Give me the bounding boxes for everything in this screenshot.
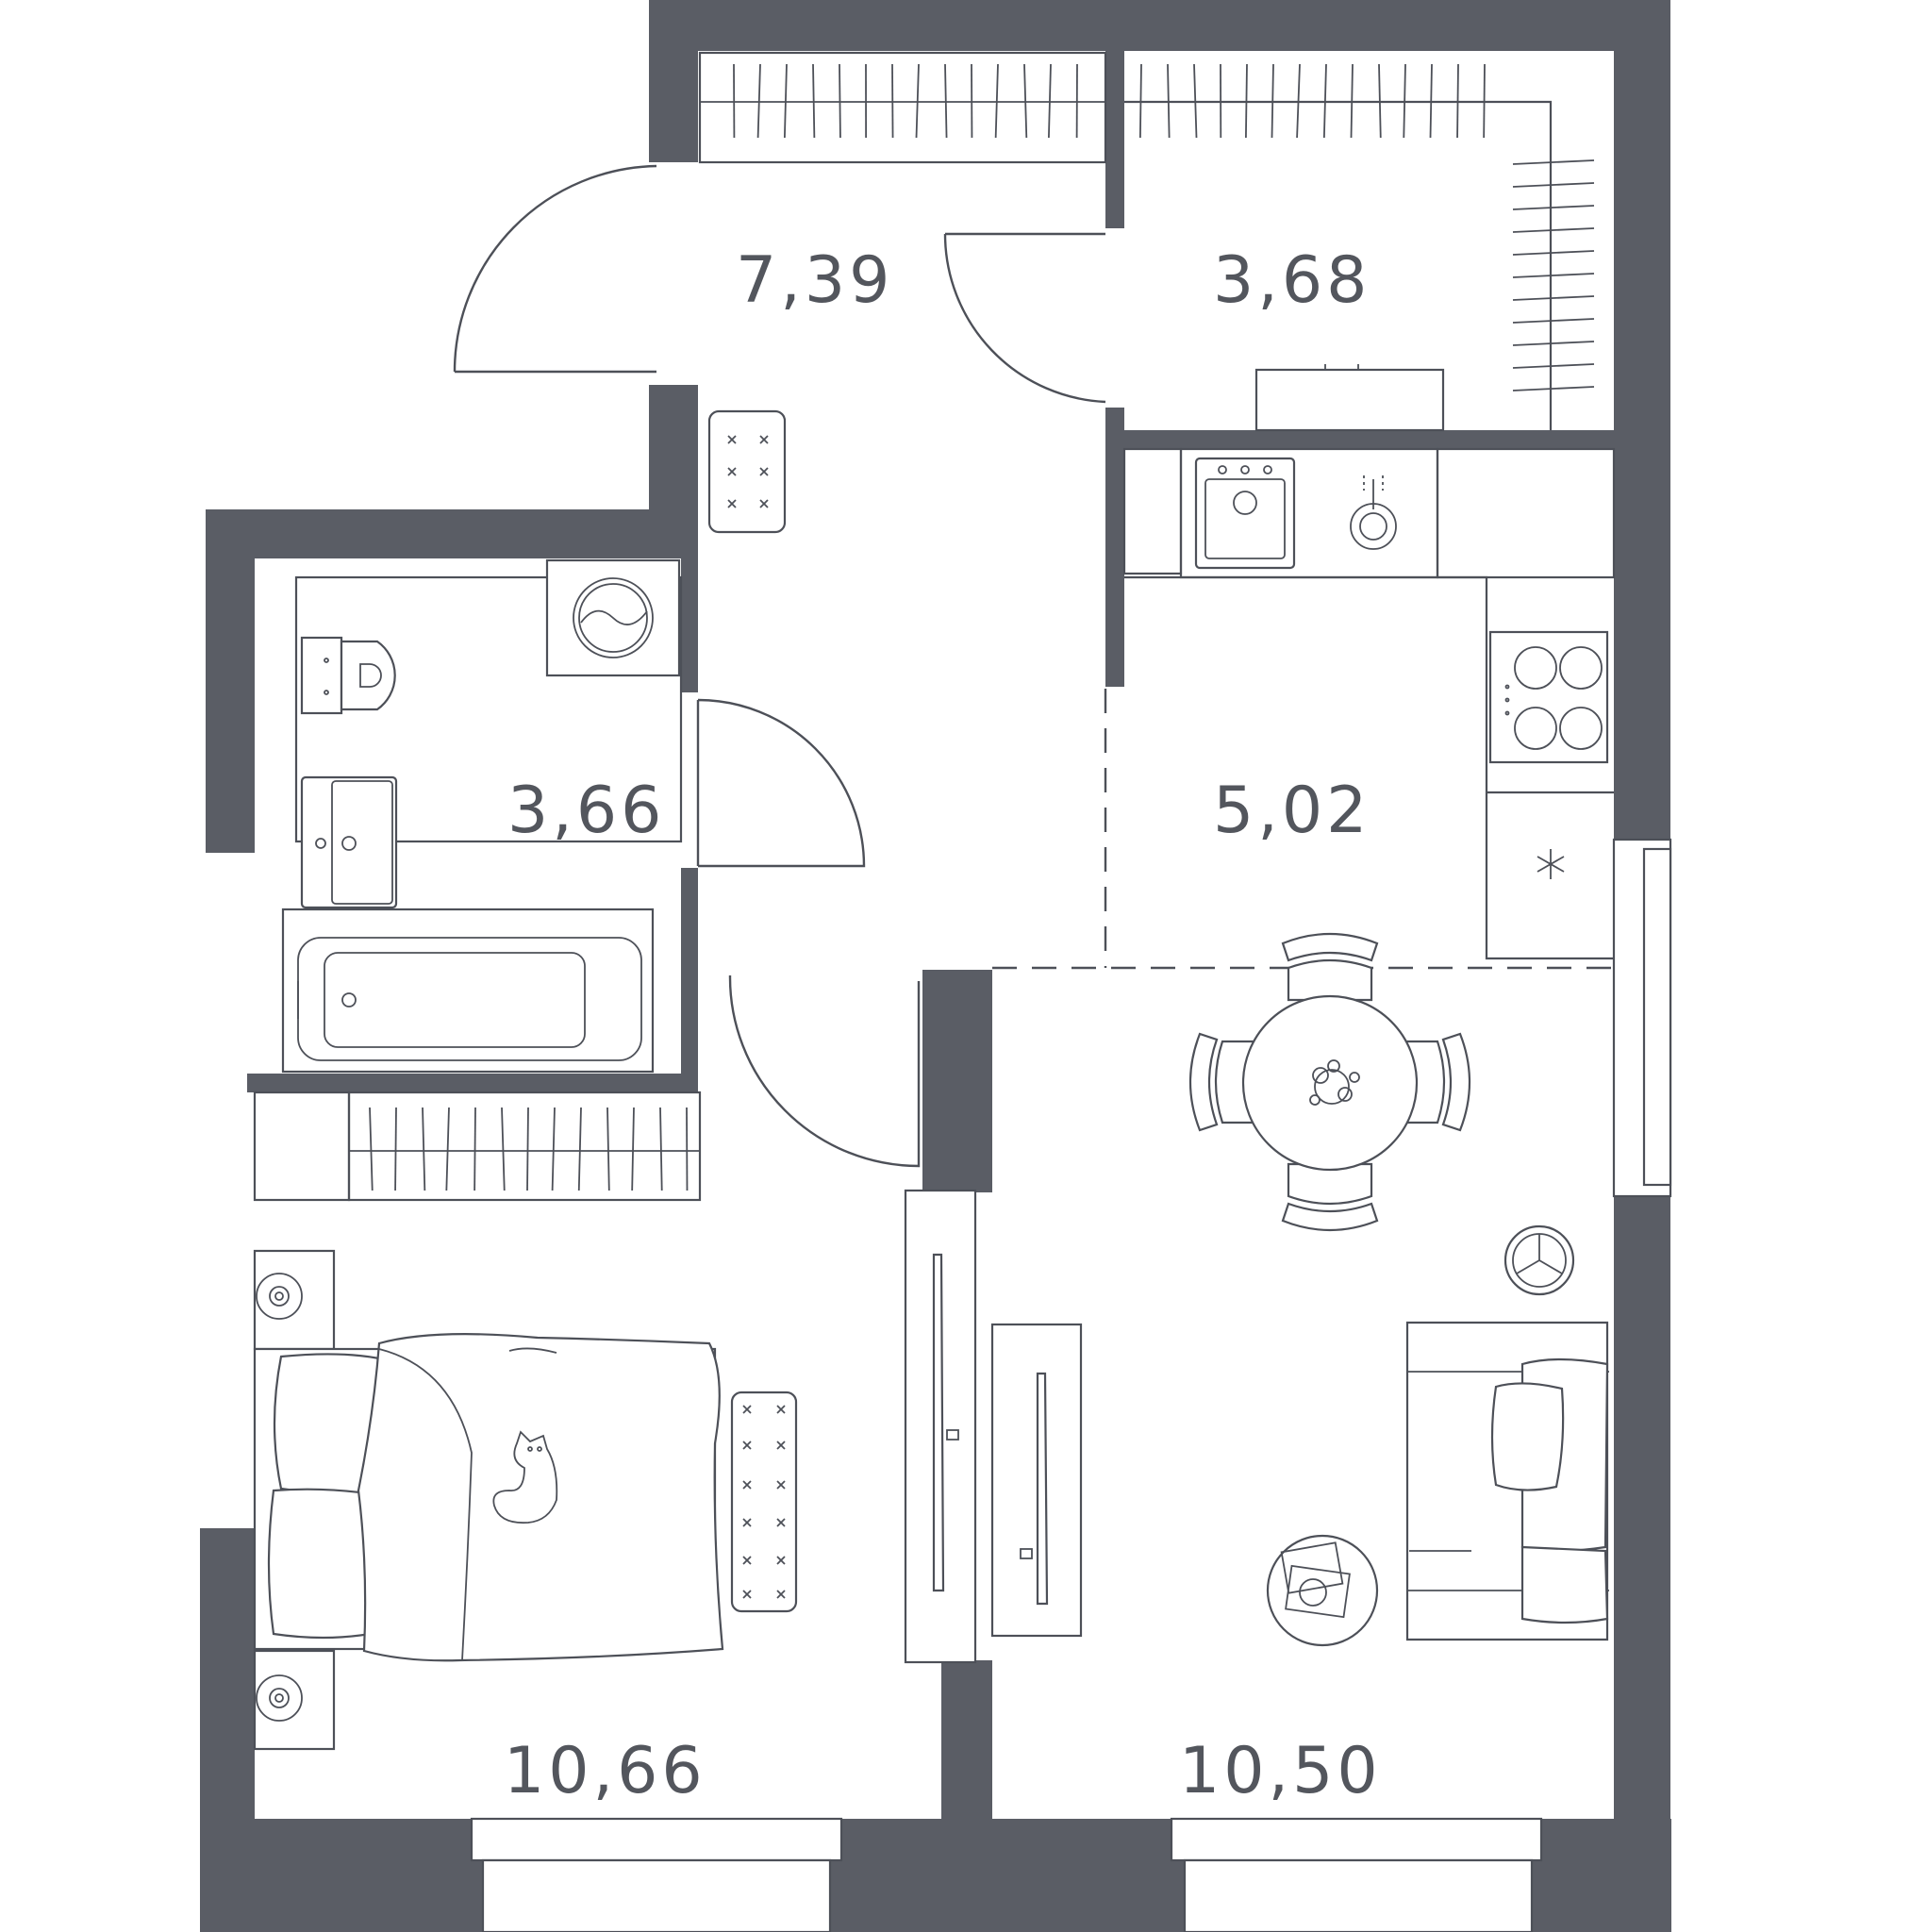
hall-rug [709,411,785,532]
wall-bath-bottom [247,1074,700,1092]
window-living [1171,1819,1541,1860]
window-right-sill [1644,849,1670,1185]
wall-top-left-pier [649,0,698,162]
room-area-storage: 3,68 [1213,243,1370,318]
wall-central [922,968,992,1192]
window-bedroom [472,1819,841,1860]
room-area-hallway: 7,39 [736,243,893,318]
nightstand-bottom [255,1651,334,1749]
room-area-kitchen: 5,02 [1213,774,1370,848]
coffee-table [1268,1536,1377,1645]
sofa [1407,1323,1609,1640]
wall-top-right-pier [1614,0,1670,849]
floor-lamp [1505,1226,1573,1294]
tv-stand-bedroom [905,1191,975,1662]
bedroom-rug [732,1392,796,1611]
room-area-living: 10,50 [1179,1734,1382,1808]
dining-chair-top [1283,934,1377,1000]
toilet [302,638,395,713]
door-entrance [455,166,656,372]
tv-stand-living [992,1324,1081,1636]
bed [255,1334,723,1660]
wall-bath-top [206,509,698,558]
room-area-bedroom: 10,66 [504,1734,706,1808]
bathtub [283,909,653,1072]
wall-bath-right-top [681,555,698,692]
wall-left [206,830,255,853]
wall-bath-right-bottom [681,868,698,1081]
wall-right-lower [1614,1196,1670,1932]
wall-left-upper [206,509,255,830]
dining-chair-bottom [1283,1164,1377,1230]
sink [302,777,396,908]
dining-table [1243,996,1417,1170]
wall-storage-kitchen-stub [1105,408,1124,687]
kitchen-sink [1196,458,1294,568]
wall-top [649,0,1614,51]
nightstand-top [255,1251,334,1349]
wall-storage-bottom [1124,430,1615,449]
window-bedroom-sill [483,1860,830,1932]
room-area-bathroom: 3,66 [507,774,665,848]
window-living-sill [1185,1860,1532,1932]
cooktop [1490,632,1607,762]
wall-hall-storage [1105,47,1124,228]
